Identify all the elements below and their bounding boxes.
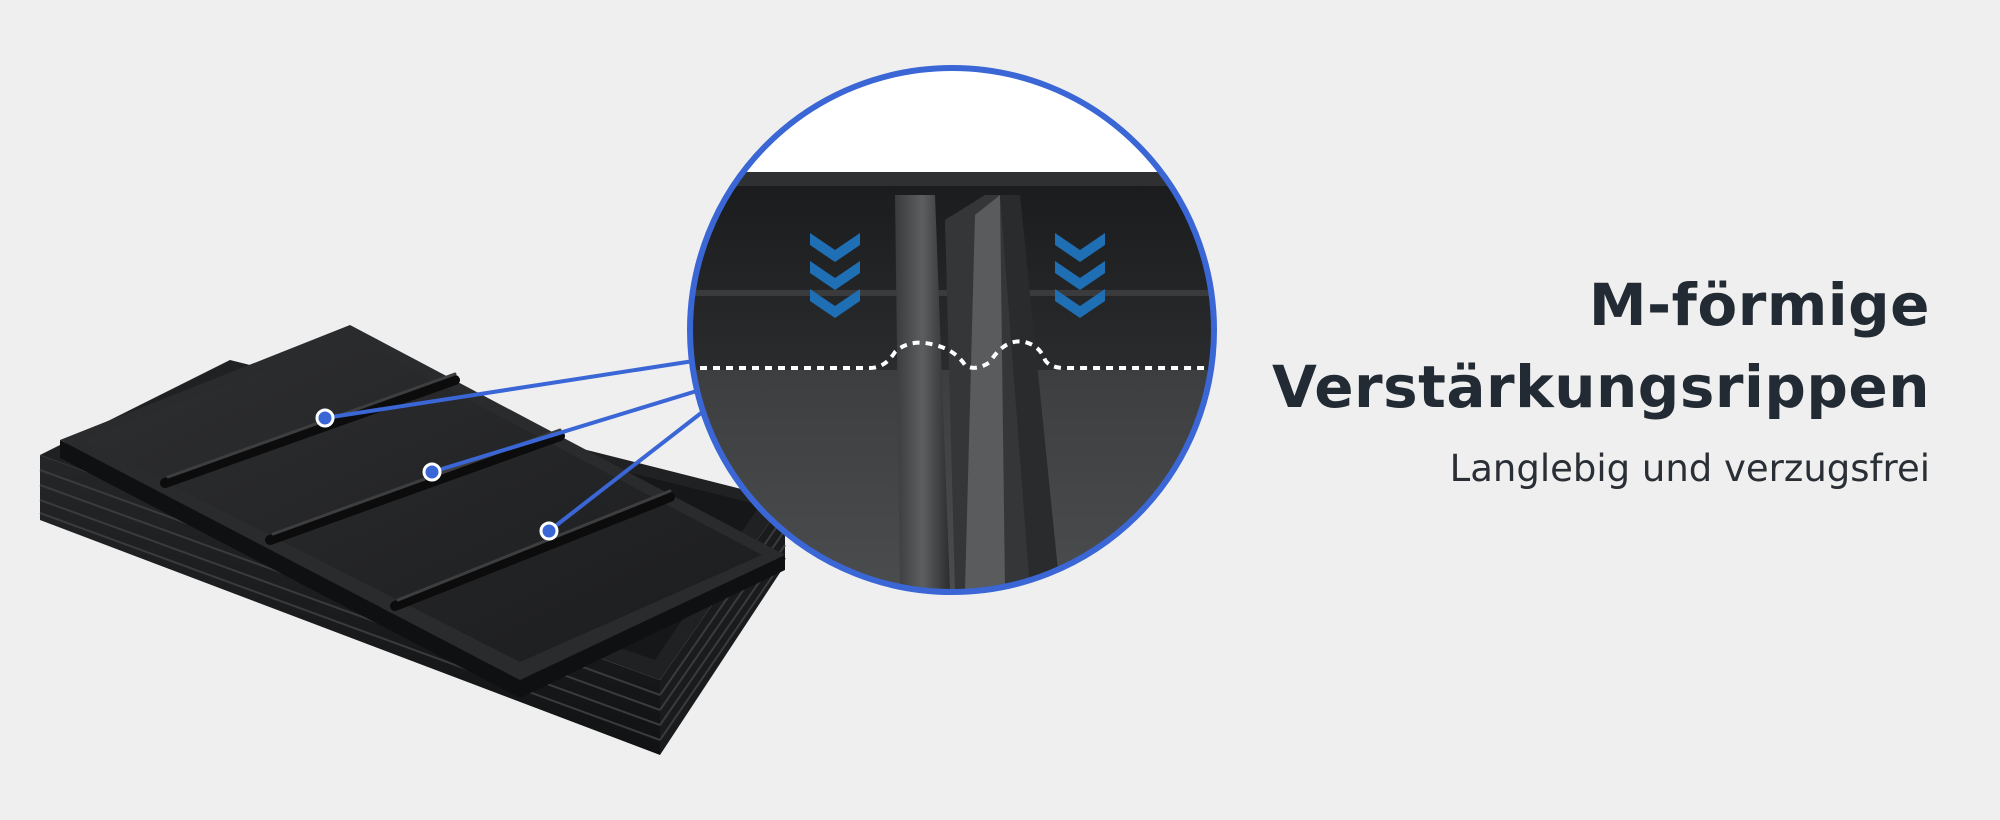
- callout-point: [539, 521, 559, 541]
- headline-line-2: Verstärkungsrippen: [1272, 353, 1930, 421]
- callout-point: [422, 462, 442, 482]
- chevron-down-icon: [810, 233, 860, 318]
- cross-section-line: [700, 339, 1212, 370]
- callout-point: [315, 408, 335, 428]
- headline-line-1: M-förmige: [1588, 271, 1930, 339]
- top-tray: [60, 325, 785, 698]
- m-shaped-rib: [895, 195, 950, 590]
- chevron-down-icon: [1055, 233, 1105, 318]
- subtitle: Langlebig und verzugsfrei: [1449, 447, 1930, 490]
- top-tray-edge: [60, 440, 785, 698]
- callout-lines: [324, 358, 707, 533]
- zoom-circle-border: [687, 65, 1217, 595]
- top-tray-floor: [82, 338, 762, 662]
- callout-points: [315, 408, 559, 541]
